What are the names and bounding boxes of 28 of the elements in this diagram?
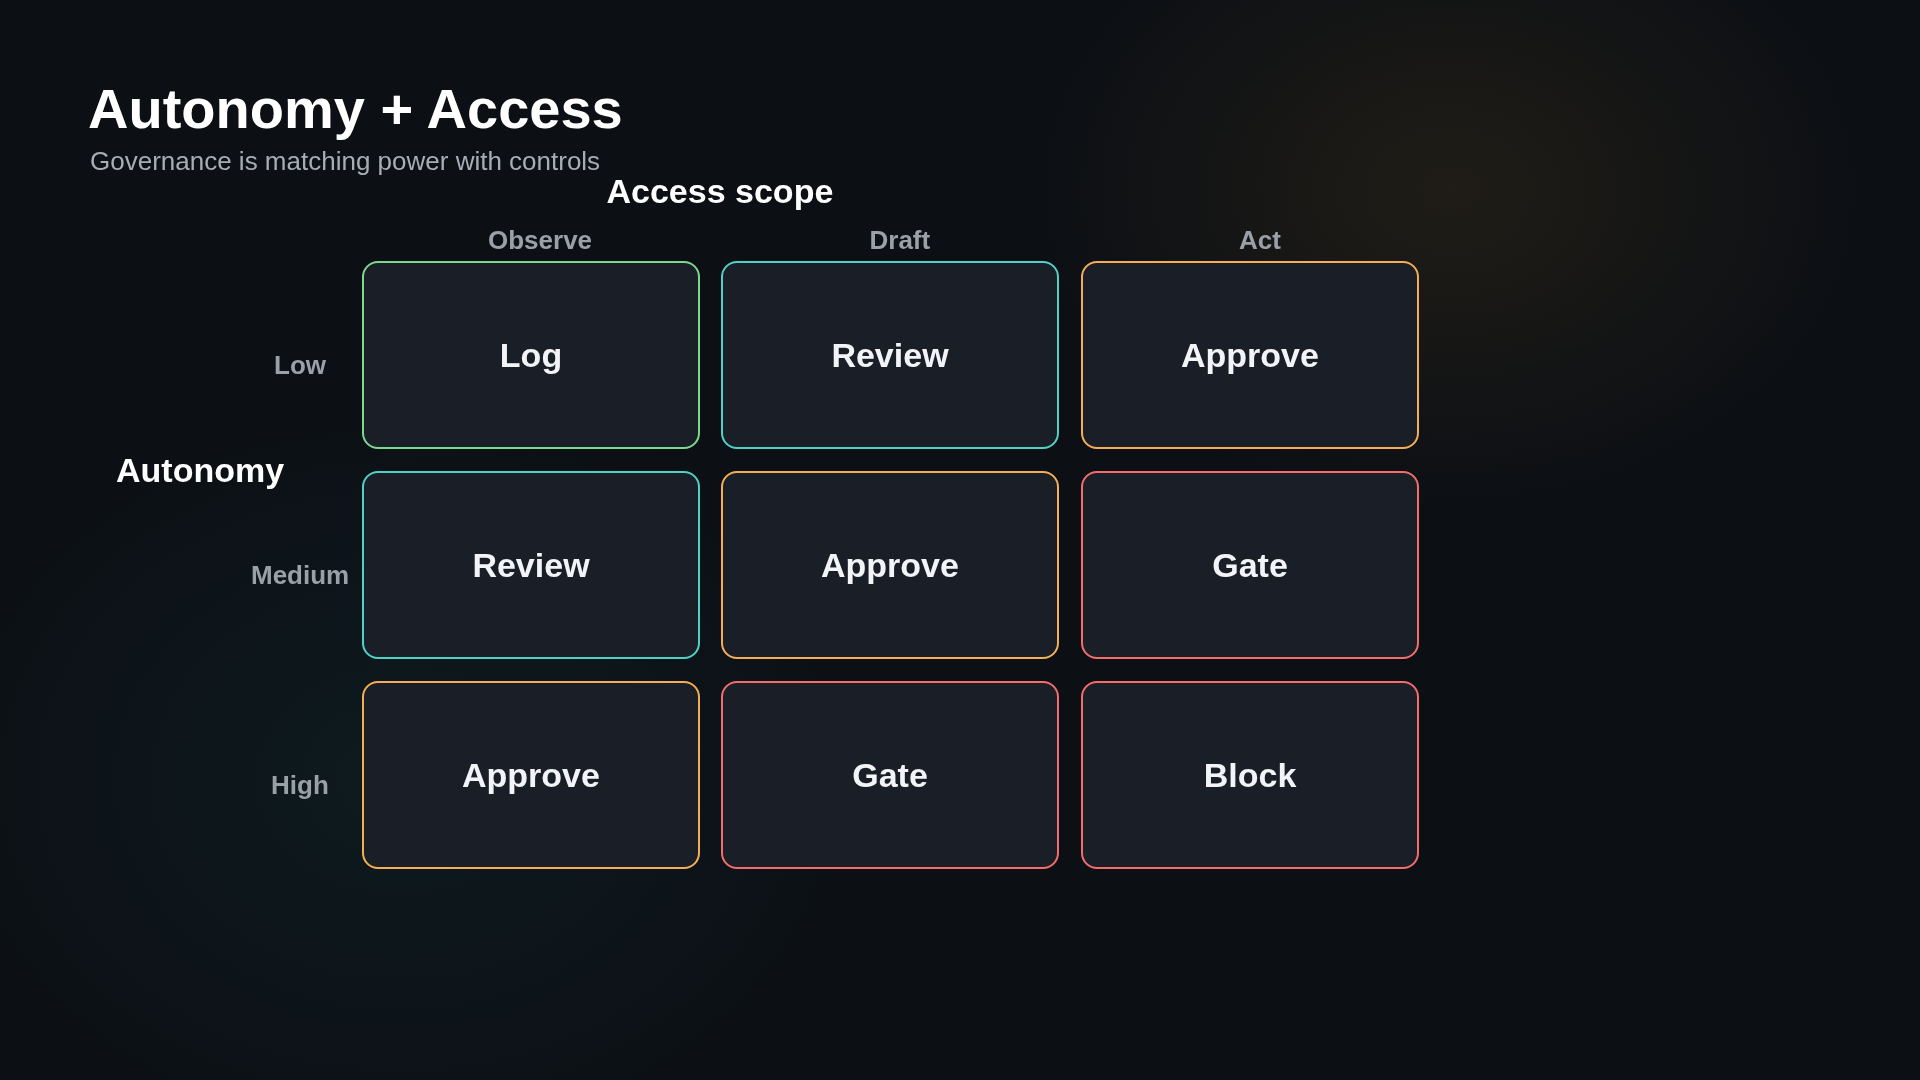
cell-label: Gate [852, 755, 928, 795]
row-header: Low [274, 349, 326, 381]
matrix-cell [721, 261, 1059, 449]
axis-title: Access scope [606, 171, 834, 211]
axis-title: Autonomy [116, 450, 285, 490]
row-header: High [271, 769, 329, 801]
matrix-cell [362, 261, 700, 449]
cell-label: Review [472, 545, 590, 585]
cell-label: Log [499, 335, 563, 375]
cell-label: Gate [1212, 545, 1288, 585]
cell-label: Approve [821, 545, 959, 585]
row-header: Medium [251, 559, 350, 591]
column-header: Draft [869, 224, 931, 256]
column-header: Observe [488, 224, 593, 256]
matrix-cell [721, 471, 1059, 659]
column-header: Act [1239, 224, 1281, 256]
matrix-cell [1081, 261, 1419, 449]
matrix-cell [1081, 681, 1419, 869]
cell-label: Approve [1181, 335, 1319, 375]
matrix-cell [1081, 471, 1419, 659]
cell-label: Approve [462, 755, 600, 795]
matrix-cell [362, 471, 700, 659]
matrix-cell [721, 681, 1059, 869]
cell-label: Block [1203, 755, 1297, 795]
cell-label: Review [831, 335, 949, 375]
slide-subtitle: Governance is matching power with controls [90, 146, 601, 177]
slide-title: Autonomy + Access [88, 76, 623, 141]
matrix-cell [362, 681, 700, 869]
